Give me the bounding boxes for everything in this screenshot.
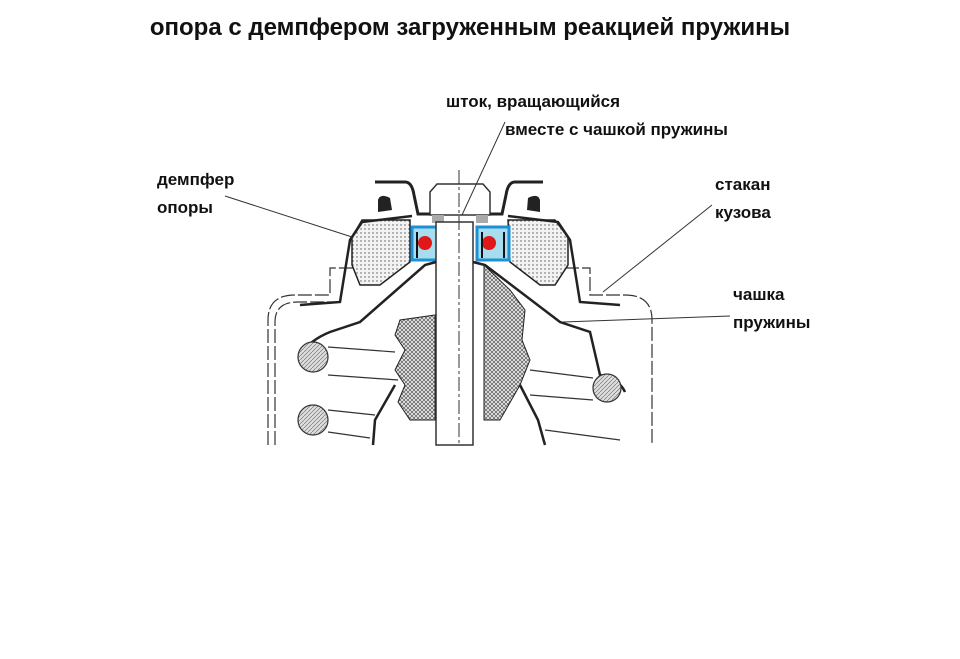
spring-cup-label-line2: пружины (733, 313, 811, 332)
damper-right (507, 219, 569, 286)
body-cup-label-line2: кузова (715, 203, 771, 222)
spring-cup-label-line1: чашка (733, 285, 785, 304)
spring-coils (297, 341, 622, 441)
body-cup-label-line1: стакан (715, 175, 771, 194)
bearing-right (475, 225, 511, 262)
damper-label-line2: опоры (157, 198, 213, 217)
rod-label-line1: шток, вращающийся (446, 92, 621, 111)
body-cup-outline (267, 267, 653, 445)
rod-label-line2: вместе с чашкой пружины (505, 120, 728, 139)
diagram-title: опора с демпфером загруженным реакцией п… (149, 14, 791, 41)
bump-stop-right (483, 263, 531, 421)
nut (429, 183, 491, 216)
damper-label-line1: демпфер (157, 170, 235, 189)
damper-left (351, 219, 411, 286)
bump-stop-left (394, 314, 436, 421)
right-seal (527, 195, 540, 212)
piston-rod (435, 221, 474, 446)
leader-lines (224, 121, 731, 323)
left-seal (378, 195, 392, 212)
body-cup-plate (299, 214, 621, 307)
